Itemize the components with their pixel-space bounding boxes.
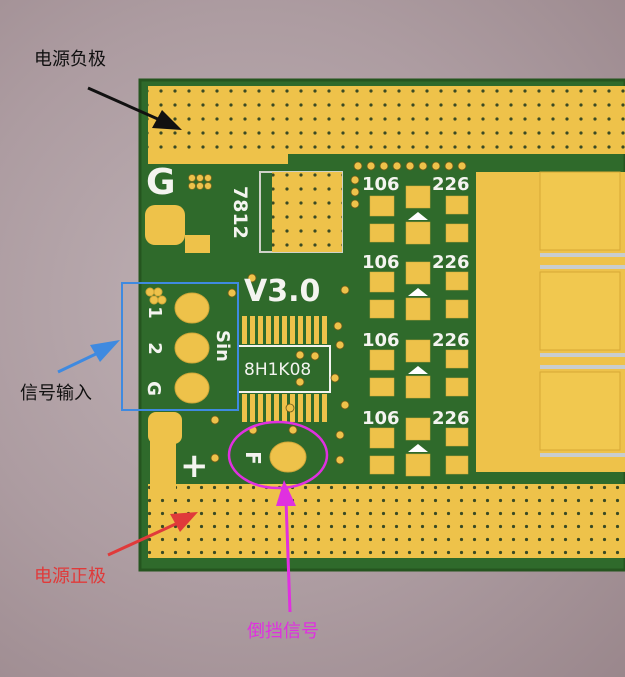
component-rows bbox=[369, 185, 469, 477]
negative-copper-strip bbox=[148, 86, 625, 164]
top-via-row bbox=[350, 161, 467, 209]
reverse-f-pad bbox=[269, 441, 307, 473]
silk-sin: Sin bbox=[212, 330, 233, 362]
silk-pin-1: 1 bbox=[143, 306, 165, 319]
power-copper-blocks bbox=[476, 171, 625, 472]
g-vias bbox=[188, 174, 212, 190]
g-pad bbox=[145, 205, 185, 245]
diode-marks bbox=[408, 212, 428, 452]
cap-label-226: 226 bbox=[432, 174, 470, 195]
label-power-positive: 电源正极 bbox=[34, 566, 106, 587]
silk-f: F bbox=[240, 451, 265, 465]
cap-label-106: 106 bbox=[362, 408, 400, 429]
silk-g: G bbox=[146, 162, 176, 203]
regulator-7812 bbox=[259, 171, 343, 253]
cap-label-106: 106 bbox=[362, 330, 400, 351]
silk-plus: + bbox=[180, 446, 209, 486]
bottom-left-pad bbox=[148, 412, 182, 444]
silk-regulator-7812: 7812 bbox=[229, 186, 251, 239]
positive-copper-strip bbox=[148, 440, 625, 558]
g-pad-small bbox=[185, 235, 210, 253]
signal-arrow bbox=[57, 340, 120, 374]
label-signal-input: 信号输入 bbox=[20, 383, 92, 404]
silk-pin-g: G bbox=[142, 381, 164, 396]
cap-label-226: 226 bbox=[432, 252, 470, 273]
cap-label-226: 226 bbox=[432, 408, 470, 429]
cap-label-106: 106 bbox=[362, 252, 400, 273]
silk-pin-2: 2 bbox=[143, 342, 165, 355]
negative-arrow bbox=[87, 86, 182, 130]
label-reverse-signal: 倒挡信号 bbox=[247, 621, 319, 642]
cap-label-226: 226 bbox=[432, 330, 470, 351]
cap-label-106: 106 bbox=[362, 174, 400, 195]
reverse-signal-circle bbox=[227, 420, 329, 490]
silk-chip-8h1k08: 8H1K08 bbox=[244, 360, 312, 380]
signal-input-pads bbox=[145, 287, 210, 404]
positive-arrow bbox=[107, 512, 198, 557]
signal-input-box bbox=[121, 282, 239, 411]
label-power-negative: 电源负极 bbox=[34, 49, 106, 70]
silk-version: V3.0 bbox=[244, 274, 321, 309]
reverse-arrow bbox=[276, 480, 296, 613]
